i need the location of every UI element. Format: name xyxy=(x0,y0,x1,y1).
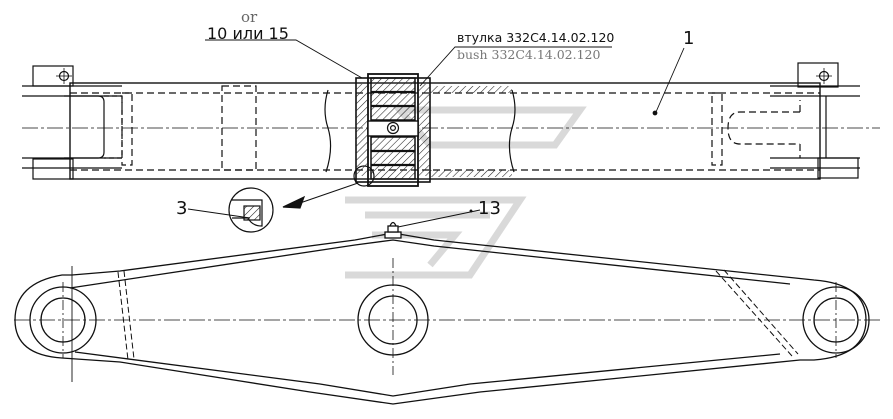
bush-ru-label: втулка 332С4.14.02.120 xyxy=(457,30,615,45)
detail-3 xyxy=(187,182,359,233)
main-body-outline xyxy=(69,82,821,180)
side-view xyxy=(14,209,880,405)
size-option-label: 10 или 15 xyxy=(207,24,289,43)
leader-size xyxy=(205,39,363,79)
position-1-label: 1 xyxy=(683,28,695,49)
hidden-features xyxy=(121,85,801,171)
position-3-label: 3 xyxy=(176,198,188,219)
detail-circle-3 xyxy=(353,165,375,187)
top-view xyxy=(22,39,880,187)
right-fork xyxy=(770,62,860,179)
left-fork xyxy=(22,65,123,180)
bush-en-label: bush 332C4.14.02.120 xyxy=(457,47,601,62)
or-label: or xyxy=(241,8,258,26)
position-13-label: 13 xyxy=(478,198,501,219)
center-eye-inner xyxy=(368,295,418,345)
leader-pos-1 xyxy=(655,47,685,113)
bush-hatching xyxy=(356,77,430,180)
center-eye-outer xyxy=(357,284,429,356)
central-section xyxy=(324,73,516,187)
grease-nipple xyxy=(384,209,481,239)
leader-bush xyxy=(419,46,612,87)
